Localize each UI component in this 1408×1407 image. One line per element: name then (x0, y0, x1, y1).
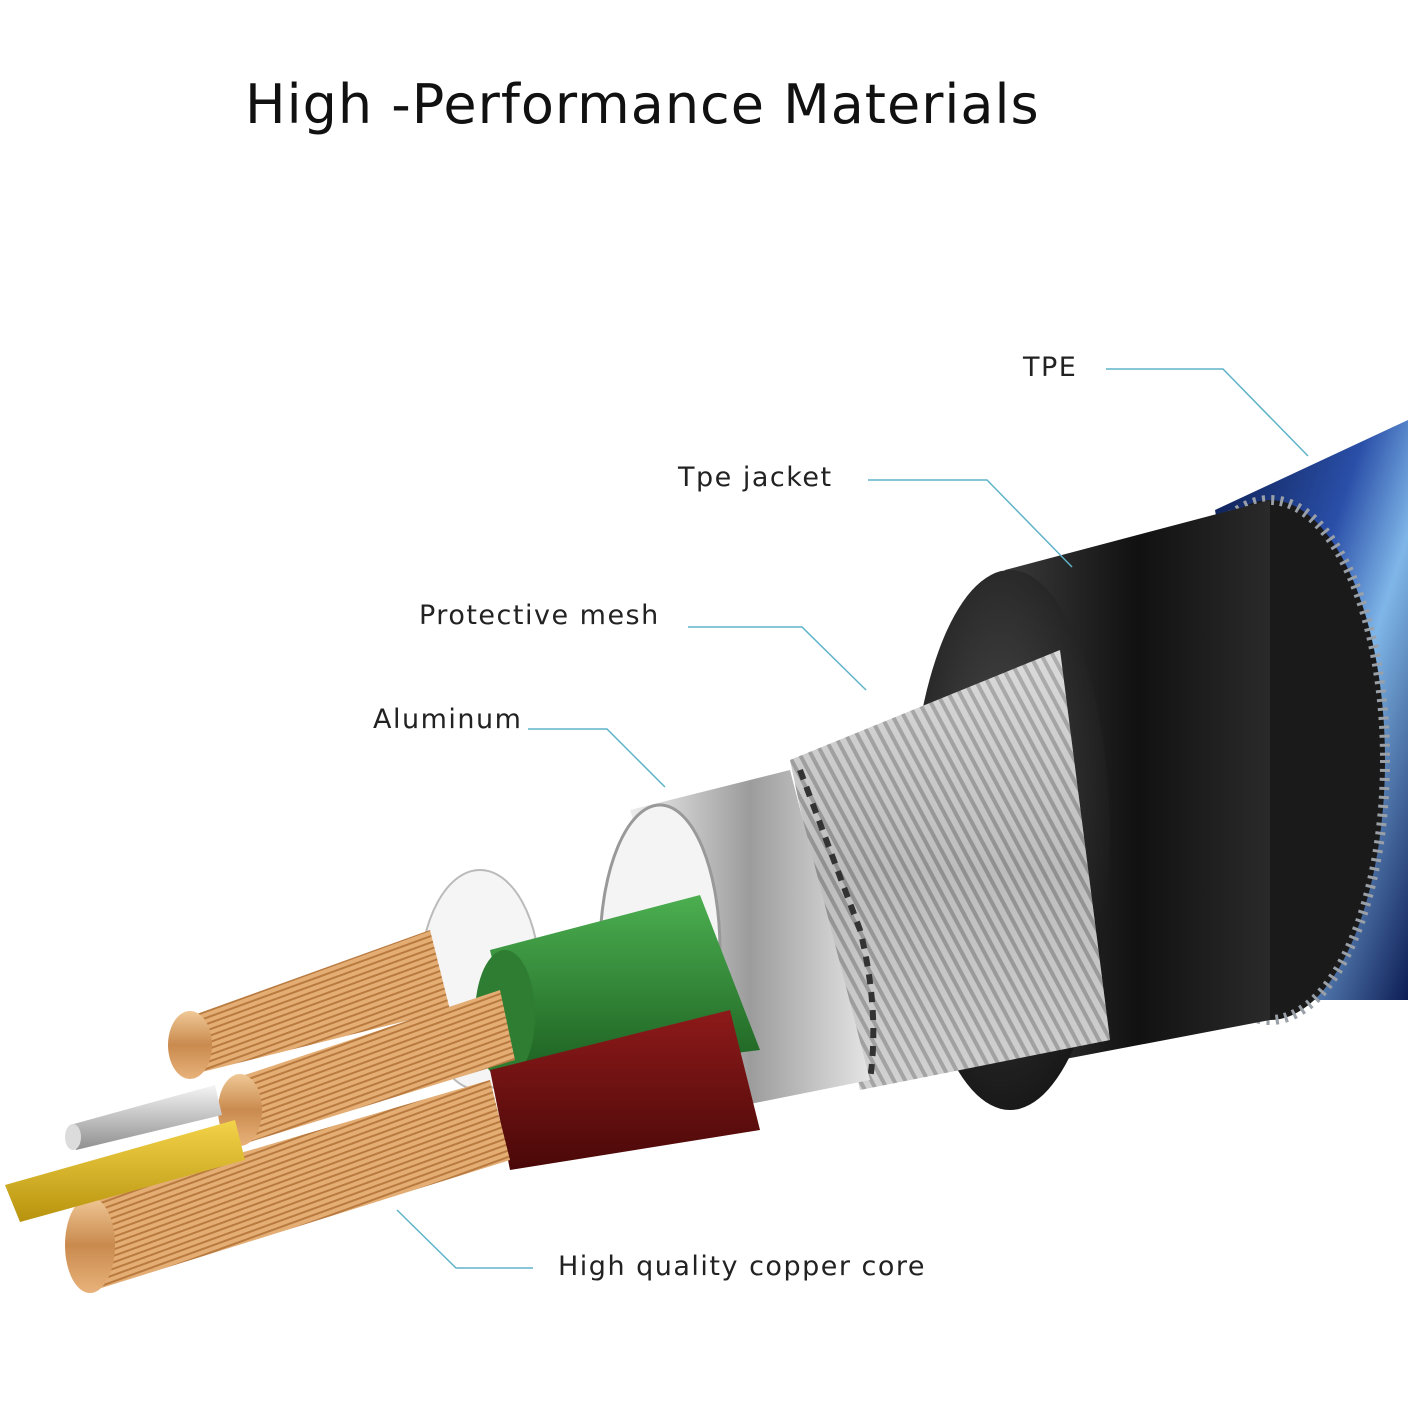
label-protective-mesh: Protective mesh (419, 600, 660, 631)
leader-line-mesh (688, 626, 867, 691)
label-tpe-jacket: Tpe jacket (678, 462, 833, 493)
leader-lines (396, 368, 1309, 1269)
copper-core-upper (168, 930, 450, 1079)
leader-line-jacket (868, 479, 1073, 568)
label-aluminum: Aluminum (373, 704, 523, 735)
leader-line-aluminum (528, 728, 666, 788)
label-tpe: TPE (1023, 352, 1078, 383)
red-conductor (490, 1010, 760, 1170)
yellow-filler (5, 1120, 245, 1222)
copper-core-lower (65, 1080, 510, 1293)
protective-mesh (790, 650, 1110, 1090)
silver-drain-wire (65, 1085, 222, 1150)
leader-line-copper (396, 1209, 533, 1269)
leader-line-tpe (1106, 368, 1309, 457)
label-copper-core: High quality copper core (558, 1251, 927, 1282)
page-title: High -Performance Materials (245, 73, 1040, 136)
